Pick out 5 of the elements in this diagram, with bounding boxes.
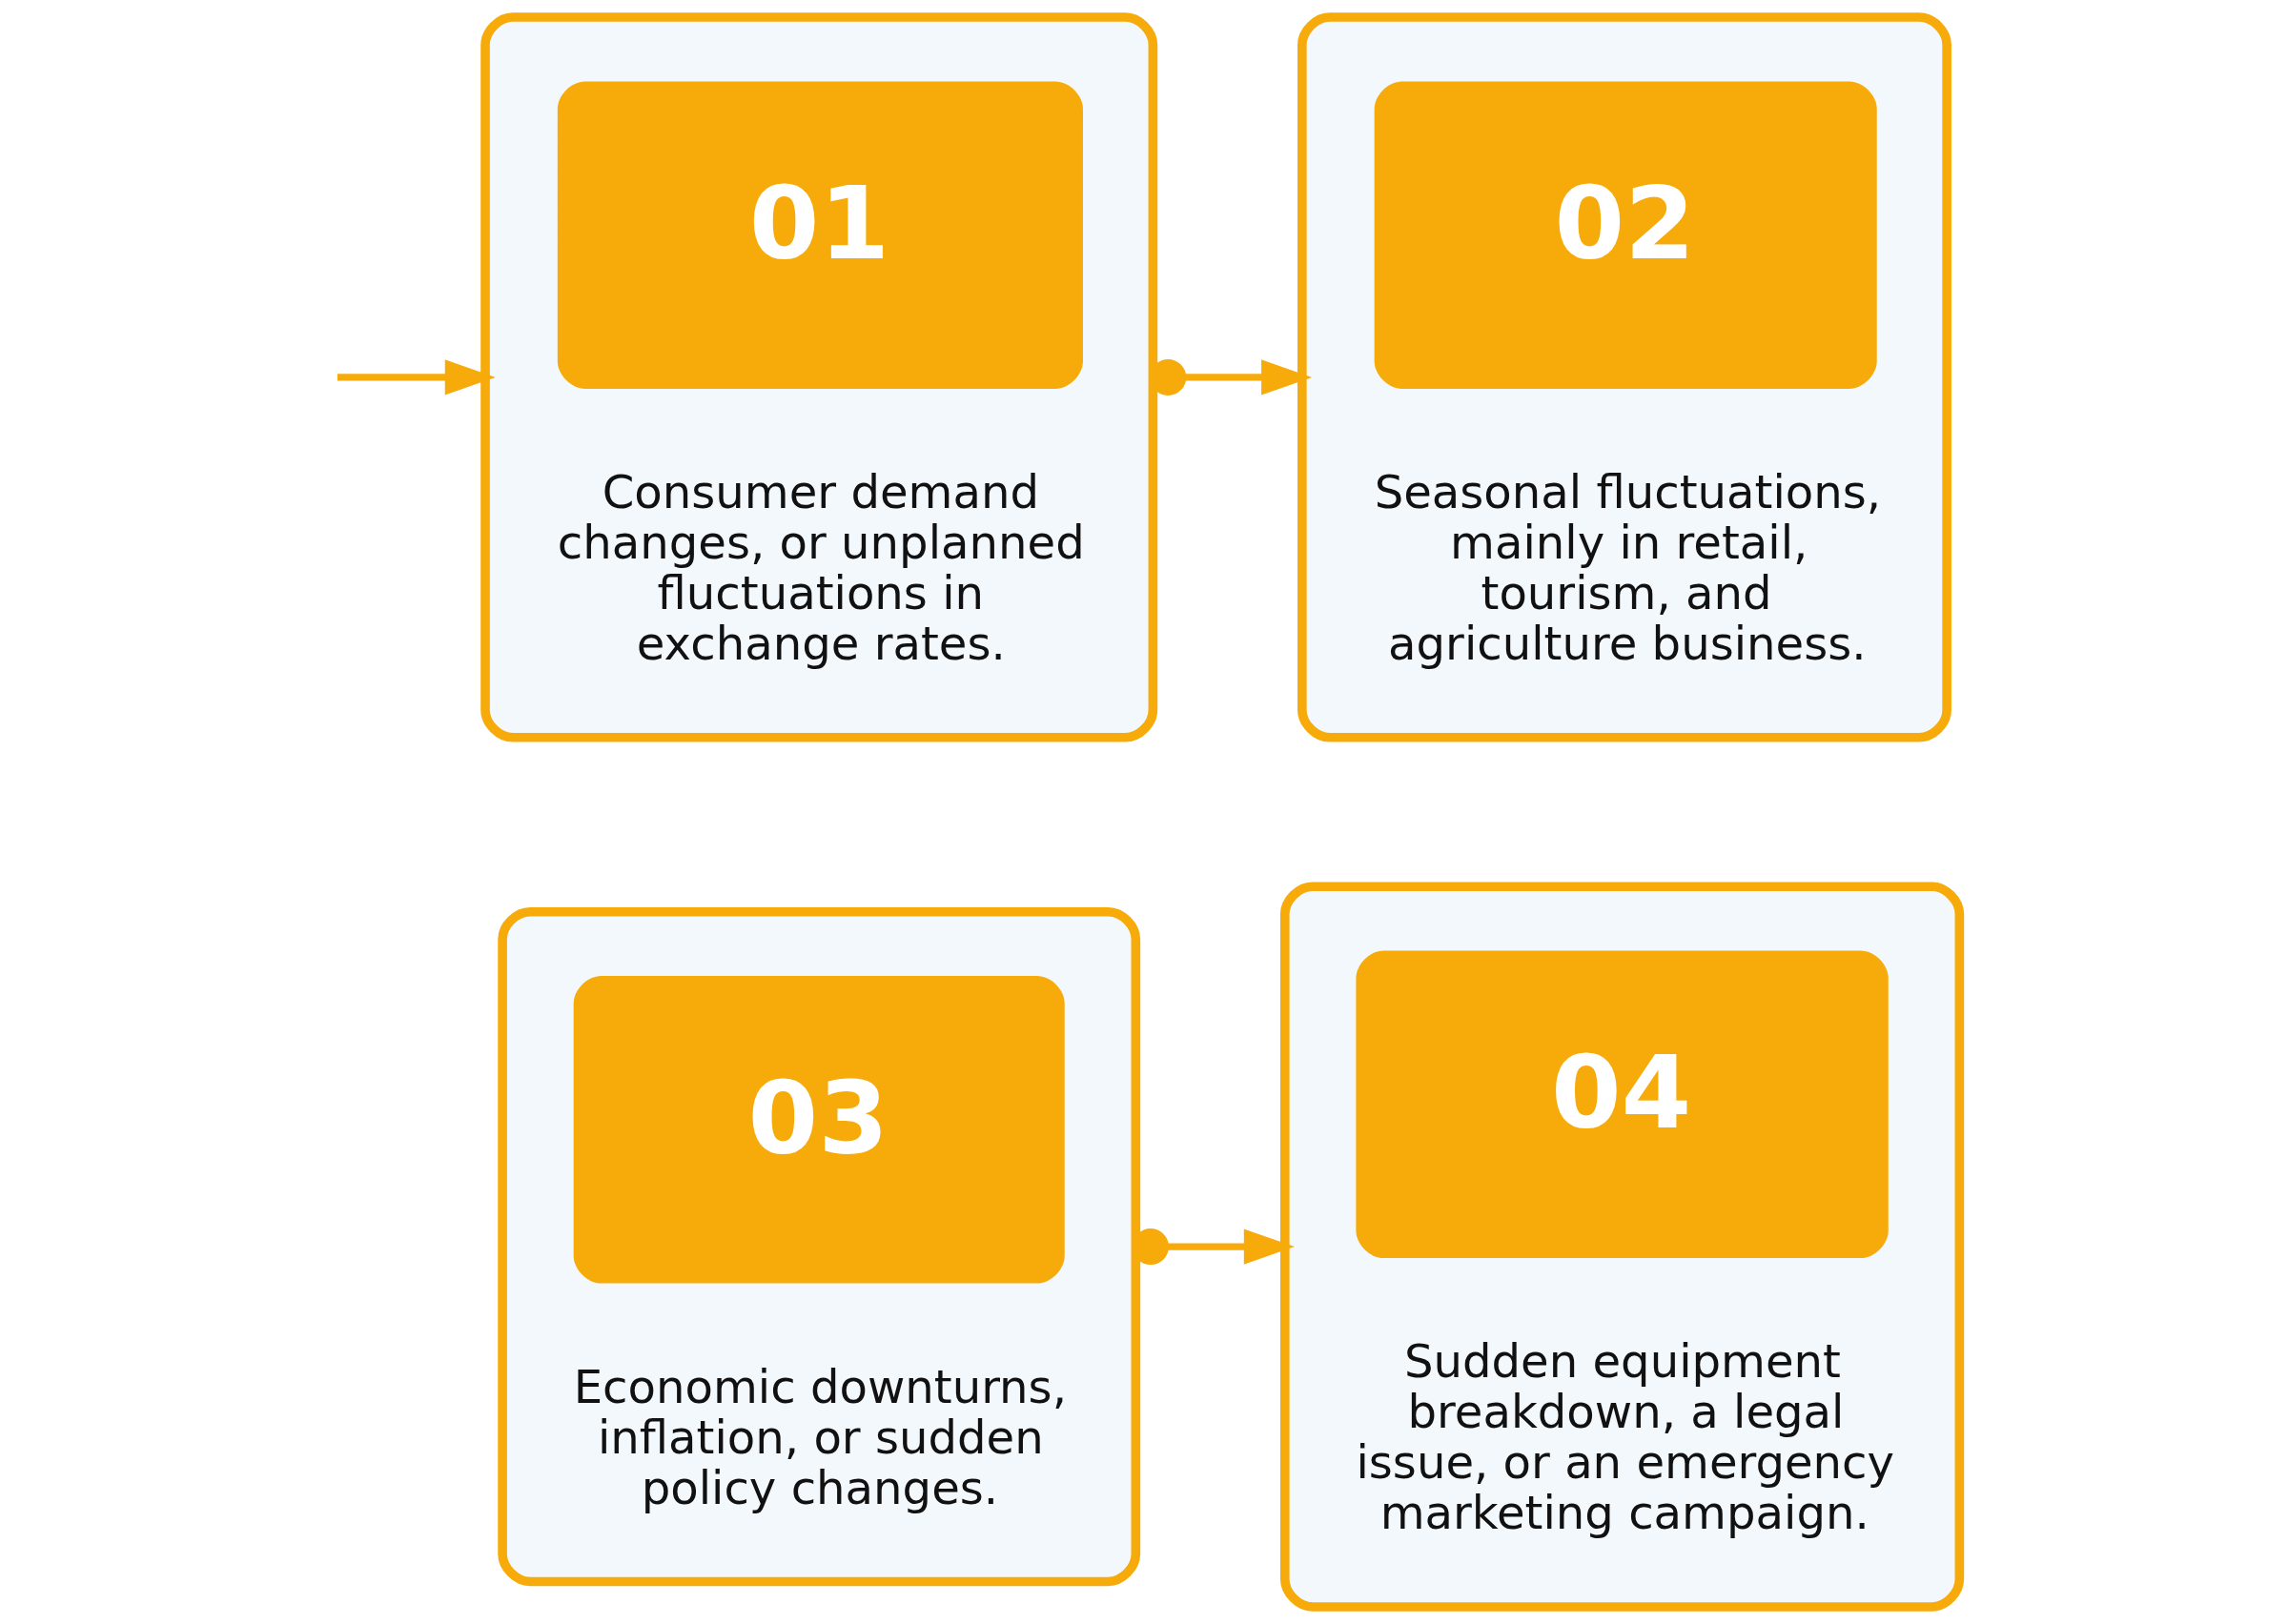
node-box: 01 Consumer demand changes, or unplanned fluctuations in exchange rates. (480, 12, 1158, 742)
node-box: 02 Seasonal fluctuations, mainly in retail, tourism, and agriculture business. (1297, 12, 1951, 742)
arrow (337, 359, 496, 396)
node-box: 03 Economic downturns, inflation, or sudden policy changes. (498, 906, 1141, 1587)
node-box: 04 Sudden equipment breakdown, a legal issue, or an emergency marketing campaign. (1279, 882, 1965, 1612)
